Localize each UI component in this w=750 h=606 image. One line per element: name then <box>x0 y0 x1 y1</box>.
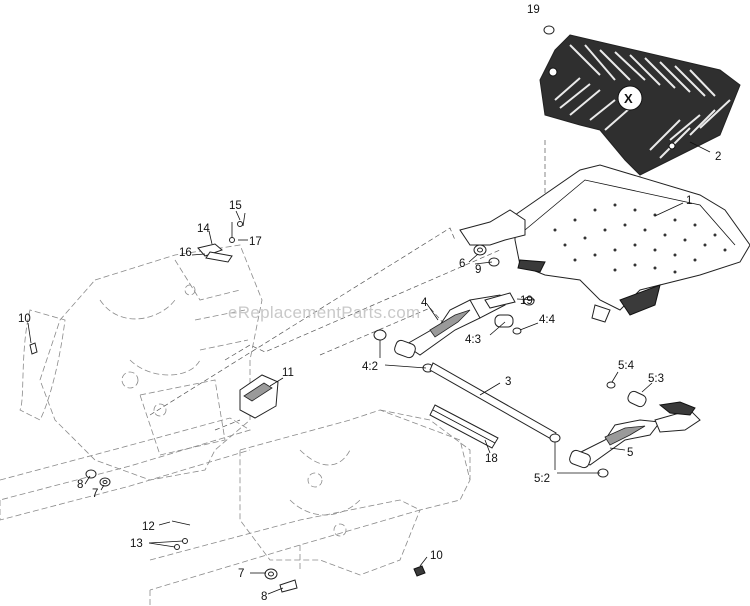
callout-8-left: 8 <box>77 479 83 491</box>
frame-right-ghost <box>149 409 471 606</box>
footrest-frame <box>459 164 750 323</box>
callout-4: 4 <box>421 297 428 309</box>
callout-6: 6 <box>459 258 465 270</box>
callout-5: 5 <box>627 447 633 459</box>
shaft-3 <box>429 362 561 443</box>
callout-7-right: 7 <box>238 568 244 580</box>
bracket-14-17 <box>197 212 246 263</box>
callout-17: 17 <box>249 236 262 248</box>
bumper-19-top <box>543 25 555 35</box>
callout-15: 15 <box>229 200 242 212</box>
callout-4-4: 4:4 <box>539 314 556 326</box>
callout-7-left: 7 <box>92 488 98 500</box>
callout-19-top: 19 <box>527 4 540 16</box>
callout-10-left: 10 <box>18 313 31 325</box>
callout-11: 11 <box>282 367 294 379</box>
callout-5-4: 5:4 <box>618 360 635 372</box>
callout-labels: 19 2 1 6 9 4 19 4:4 4:3 4:2 3 18 5:4 5:3… <box>18 4 721 603</box>
callout-13: 13 <box>130 538 143 550</box>
callout-9: 9 <box>475 264 481 276</box>
callout-19-lower: 19 <box>520 295 533 307</box>
callout-18: 18 <box>485 453 498 465</box>
svg-text:X: X <box>624 91 633 106</box>
callout-14: 14 <box>197 223 210 235</box>
callout-2: 2 <box>715 151 721 163</box>
callout-5-2: 5:2 <box>534 473 550 485</box>
tube-18 <box>429 404 499 449</box>
callout-5-3: 5:3 <box>648 373 664 385</box>
callout-3: 3 <box>505 376 511 388</box>
leader-lines <box>27 141 711 595</box>
callout-10-right: 10 <box>430 550 443 562</box>
bracket-11 <box>239 374 279 419</box>
callout-12: 12 <box>142 521 155 533</box>
watermark: eReplacementParts.com <box>228 303 420 322</box>
callout-16: 16 <box>179 247 192 259</box>
footrest-mat: X <box>539 34 741 176</box>
frame-left-ghost <box>0 244 263 521</box>
callout-1: 1 <box>686 195 692 207</box>
callout-8-right: 8 <box>261 591 267 603</box>
fasteners <box>29 342 426 593</box>
callout-4-2: 4:2 <box>362 361 378 373</box>
callout-4-3: 4:3 <box>465 334 481 346</box>
bumper-19-lower <box>523 296 535 306</box>
linkage-arm-5 <box>569 381 701 478</box>
